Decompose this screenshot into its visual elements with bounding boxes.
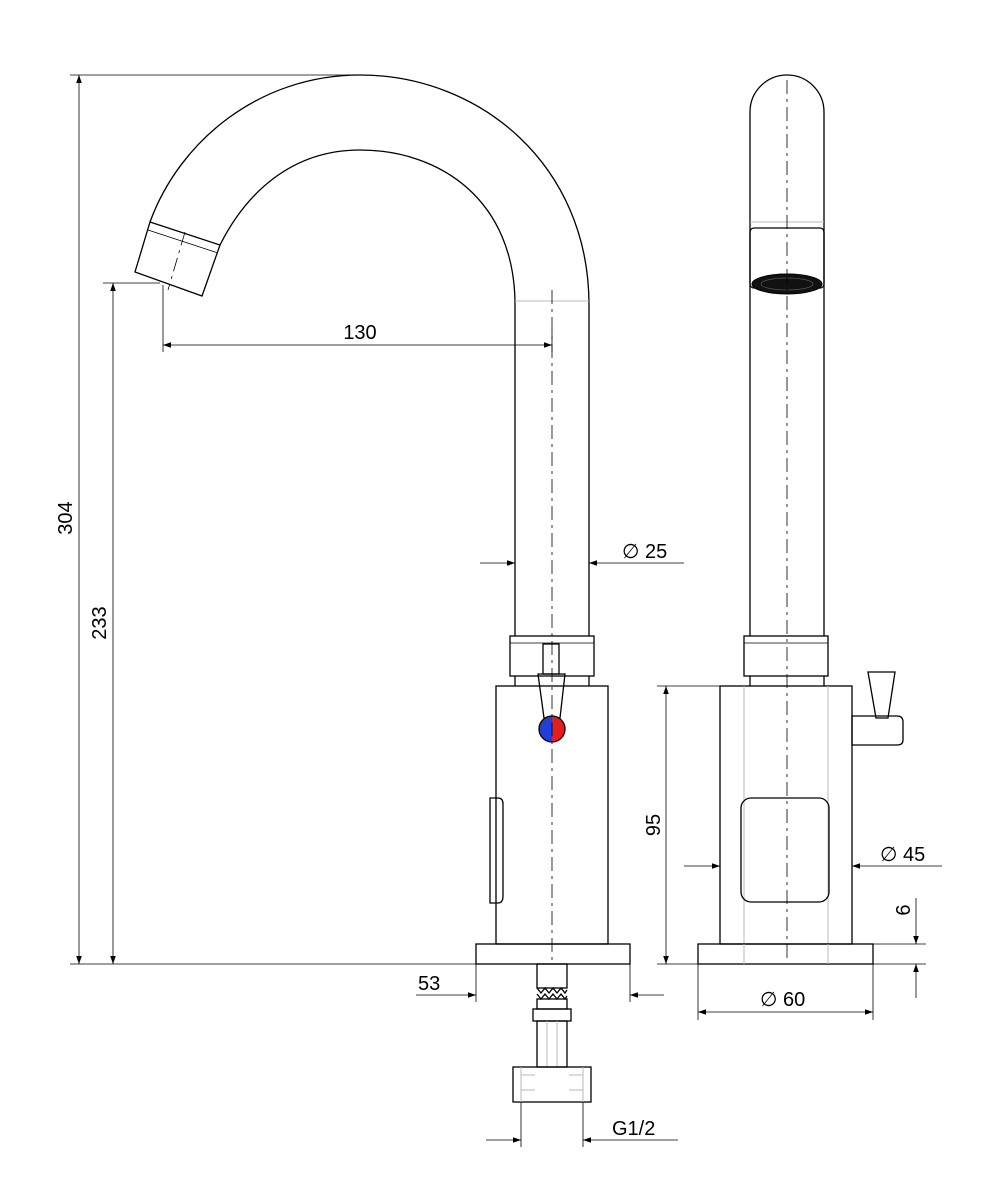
- dim-base-height: 95: [643, 814, 665, 836]
- dim-spout-height: 233: [89, 606, 111, 639]
- dim-thread: G1/2: [612, 1118, 655, 1140]
- dim-plate-width: 53: [418, 973, 440, 995]
- lever-handle: [537, 643, 566, 719]
- side-view: [697, 74, 904, 965]
- sensor-window: [489, 797, 504, 904]
- spout-aerator: [134, 221, 221, 297]
- side-sensor-window: [740, 797, 830, 903]
- side-base-plate: [697, 943, 874, 965]
- dim-pipe-diameter: ∅ 25: [622, 541, 667, 563]
- dim-plate-thickness: 6: [893, 904, 915, 915]
- dim-plate-diameter: ∅ 60: [760, 989, 805, 1011]
- base-plate: [475, 943, 631, 965]
- side-body: [719, 685, 853, 945]
- dim-total-height: 304: [55, 501, 77, 534]
- side-lever-handle: [851, 671, 904, 746]
- dimension-labels: 304 233 130 ∅ 25 95 ∅ 45 6 ∅ 60 53 G1/2: [55, 322, 925, 1140]
- side-collar: [743, 635, 829, 686]
- dim-spout-reach: 130: [343, 322, 376, 344]
- supply-connector: [512, 963, 592, 1103]
- dimension-lines: [70, 74, 942, 1147]
- dim-body-diameter: ∅ 45: [880, 844, 925, 866]
- spout-gooseneck: [149, 74, 590, 636]
- side-pipe: [749, 74, 825, 636]
- front-view: [134, 74, 631, 1103]
